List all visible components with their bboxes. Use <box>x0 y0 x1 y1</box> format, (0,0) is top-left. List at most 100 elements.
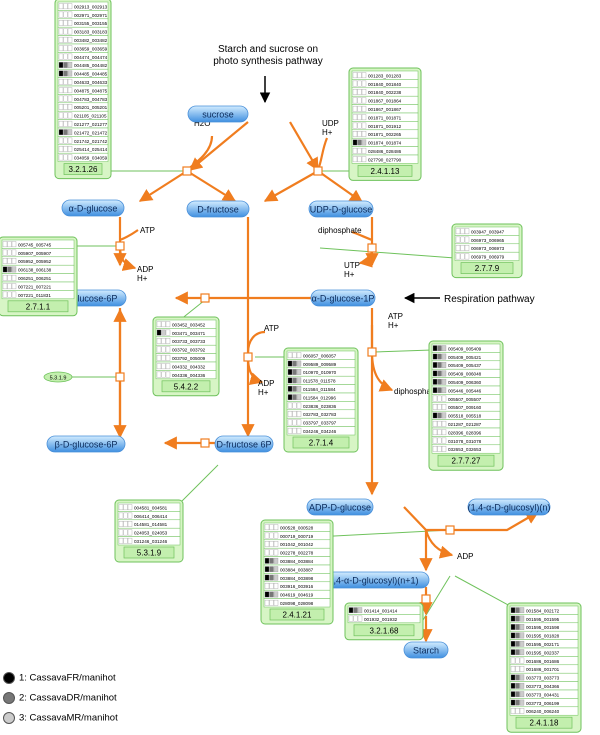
gene-row[interactable]: 010970_010970 <box>286 367 356 377</box>
gene-row[interactable]: 032653_032653 <box>431 444 501 454</box>
gene-row[interactable]: 021277_021277 <box>57 119 109 129</box>
gene-row[interactable]: 004783_004783 <box>57 94 109 104</box>
enzyme-tag-5-3-1-9[interactable]: 5.3.1.9 <box>43 371 73 383</box>
gene-row[interactable]: 003916_003916 <box>263 581 331 591</box>
gene-row[interactable]: 005409_006048 <box>431 368 501 378</box>
gene-row[interactable]: 005446_005446 <box>431 385 501 395</box>
gene-row[interactable]: 005518_005518 <box>431 410 501 420</box>
node-adglc[interactable]: α-D-glucose <box>61 199 125 217</box>
node-df6p[interactable]: D-fructose 6P <box>214 435 274 453</box>
gene-row[interactable]: 004332_004332 <box>155 361 217 371</box>
gene-row[interactable]: 000528_000528 <box>263 522 331 532</box>
gene-row[interactable]: 005507_009160 <box>431 402 501 412</box>
enzyme-box-2-4-1-13[interactable]: 001283_001283001840_001840001840_0022380… <box>348 67 422 181</box>
gene-row[interactable]: 011584_012996 <box>286 392 356 402</box>
gene-row[interactable]: 033797_033797 <box>286 417 356 427</box>
gene-row[interactable]: 004875_004875 <box>57 85 109 95</box>
node-dfru[interactable]: D-fructose <box>186 200 250 218</box>
gene-row[interactable]: 001874_001874 <box>351 137 419 147</box>
enzyme-box-2-4-1-18[interactable]: 001584_002172001595_001595001595_0015980… <box>506 602 582 733</box>
gene-row[interactable]: 005507_005507 <box>431 394 501 404</box>
enzyme-box-2-4-1-21[interactable]: 000528_000528000719_000719001042_0010420… <box>260 519 334 625</box>
gene-row[interactable]: 004633_004633 <box>57 77 109 87</box>
gene-row[interactable]: 021742_021742 <box>57 136 109 146</box>
node-sucrose[interactable]: sucrose <box>187 105 249 123</box>
gene-row[interactable]: 001840_002238 <box>351 87 419 97</box>
gene-row[interactable]: 007221_007221 <box>1 281 75 291</box>
node-udpglc[interactable]: UDP-D-glucose <box>308 200 374 218</box>
gene-row[interactable]: 002913_002913 <box>57 1 109 11</box>
gene-row[interactable]: 000719_000719 <box>263 531 331 541</box>
enzyme-box-5-3-1-9[interactable]: 004581_004581006414_006414014581_0145810… <box>114 499 184 563</box>
gene-row[interactable]: 006973_006965 <box>454 235 520 245</box>
gene-row[interactable]: 031078_031078 <box>431 436 501 446</box>
gene-row[interactable]: 007221_011831 <box>1 290 75 300</box>
gene-row[interactable]: 003773_004431 <box>509 689 579 699</box>
gene-row[interactable]: 006057_006057 <box>286 350 356 360</box>
gene-row[interactable]: 021287_021287 <box>431 419 501 429</box>
gene-row[interactable]: 006240_006240 <box>509 706 579 716</box>
gene-row[interactable]: 004485_004482 <box>57 60 109 70</box>
gene-row[interactable]: 001871_002265 <box>351 129 419 139</box>
gene-row[interactable]: 001595_002171 <box>509 639 579 649</box>
node-bdg6p[interactable]: β-D-glucose-6P <box>46 435 126 453</box>
gene-row[interactable]: 034246_034246 <box>286 426 356 436</box>
gene-row[interactable]: 003773_004366 <box>509 681 579 691</box>
gene-row[interactable]: 005201_005201 <box>57 102 109 112</box>
gene-row[interactable]: 001595_001595 <box>509 614 579 624</box>
enzyme-box-2-7-1-1[interactable]: 005745_005745005907_005907005952_0059520… <box>0 236 78 317</box>
gene-row[interactable]: 006979_006979 <box>454 251 520 261</box>
gene-row[interactable]: 001871_001871 <box>351 112 419 122</box>
gene-row[interactable]: 001867_001864 <box>351 95 419 105</box>
gene-row[interactable]: 002971_002971 <box>57 10 109 20</box>
gene-row[interactable]: 003155_003155 <box>57 18 109 28</box>
gene-row[interactable]: 003773_003773 <box>509 672 579 682</box>
gene-row[interactable]: 021105_021105 <box>57 110 109 120</box>
gene-row[interactable]: 005745_005745 <box>1 239 75 249</box>
gene-row[interactable]: 003792_003792 <box>155 344 217 354</box>
gene-row[interactable]: 009589_009589 <box>286 359 356 369</box>
gene-row[interactable]: 004474_004474 <box>57 52 109 62</box>
gene-row[interactable]: 005409_005421 <box>431 352 501 362</box>
gene-row[interactable]: 001414_001414 <box>347 605 421 615</box>
gene-row[interactable]: 003773_006199 <box>509 698 579 708</box>
gene-row[interactable]: 024053_024053 <box>117 527 181 537</box>
node-starch[interactable]: Starch <box>403 641 449 659</box>
node-adpglc[interactable]: ADP-D-glucose <box>306 498 374 516</box>
gene-row[interactable]: 032783_032783 <box>286 409 356 419</box>
gene-row[interactable]: 001686_001701 <box>509 664 579 674</box>
gene-row[interactable]: 001595_001828 <box>509 630 579 640</box>
enzyme-box-5-4-2-2[interactable]: 003452_003452003471_003471003733_0037330… <box>152 316 220 397</box>
node-glucosyl[interactable]: (1,4-α-D-glucosyl)(n) <box>467 498 551 516</box>
gene-row[interactable]: 005952_005952 <box>1 256 75 266</box>
gene-row[interactable]: 003471_003471 <box>155 328 217 338</box>
gene-row[interactable]: 025414_025414 <box>57 144 109 154</box>
gene-row[interactable]: 003884_003884 <box>263 556 331 566</box>
gene-row[interactable]: 001867_001867 <box>351 104 419 114</box>
gene-row[interactable]: 003884_003898 <box>263 573 331 583</box>
gene-row[interactable]: 004336_004336 <box>155 370 217 380</box>
enzyme-box-2-7-7-9[interactable]: 003947_003947006973_006965006973_0069730… <box>451 223 523 279</box>
gene-row[interactable]: 011578_011578 <box>286 375 356 385</box>
gene-row[interactable]: 001042_001042 <box>263 539 331 549</box>
gene-row[interactable]: 002278_002278 <box>263 547 331 557</box>
gene-row[interactable]: 028396_028396 <box>431 427 501 437</box>
gene-row[interactable]: 003482_003482 <box>57 35 109 45</box>
gene-row[interactable]: 014581_014581 <box>117 519 181 529</box>
node-adg1p[interactable]: α-D-glucose-1P <box>310 289 376 307</box>
gene-row[interactable]: 021472_021472 <box>57 127 109 137</box>
enzyme-box-2-7-7-27[interactable]: 005409_005409005409_005421005409_0054370… <box>428 340 504 471</box>
gene-row[interactable]: 001595_002337 <box>509 647 579 657</box>
gene-row[interactable]: 001283_001283 <box>351 70 419 80</box>
gene-row[interactable]: 004619_004619 <box>263 589 331 599</box>
gene-row[interactable]: 028486_028486 <box>351 146 419 156</box>
gene-row[interactable]: 031246_031246 <box>117 536 181 546</box>
gene-row[interactable]: 001595_001598 <box>509 622 579 632</box>
gene-row[interactable]: 028098_028098 <box>263 598 331 608</box>
gene-row[interactable]: 006414_006414 <box>117 511 181 521</box>
gene-row[interactable]: 003947_003947 <box>454 226 520 236</box>
gene-row[interactable]: 001584_002172 <box>509 605 579 615</box>
gene-row[interactable]: 027790_027790 <box>351 154 419 164</box>
gene-row[interactable]: 006973_006973 <box>454 243 520 253</box>
